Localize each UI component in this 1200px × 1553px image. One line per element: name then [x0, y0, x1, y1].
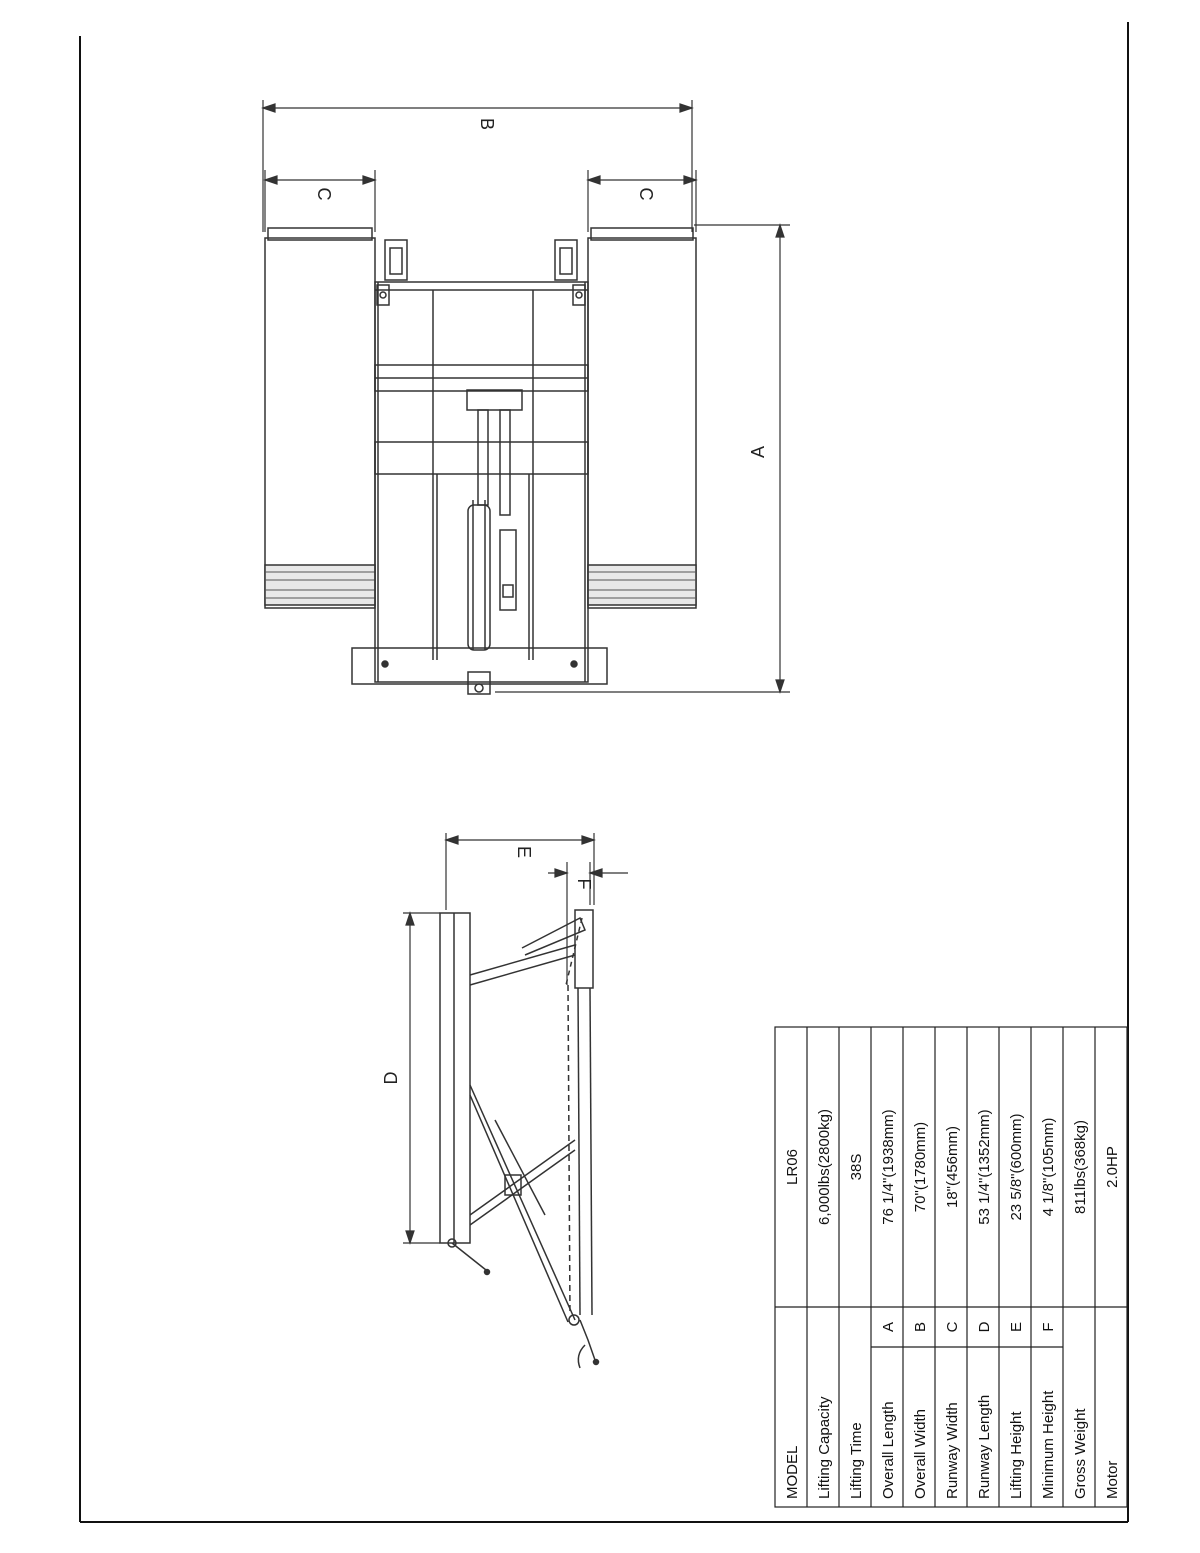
spec-model-value: LR06: [784, 1149, 801, 1185]
spec-row-code: E: [1008, 1322, 1025, 1332]
spec-row-value: 70"(1780mm): [912, 1122, 929, 1212]
side-view-drawing: [439, 909, 600, 1369]
base-plate: [351, 647, 608, 685]
right-runway-end-plate: [590, 227, 694, 241]
side-runway: [439, 912, 471, 1244]
left-runway-end-plate: [267, 227, 373, 241]
spec-row-label: Runway Width: [944, 1402, 961, 1499]
left-caster-wheel: [376, 239, 408, 306]
side-view-dimensions: [403, 833, 628, 1245]
right-runway-ramp: [587, 564, 697, 606]
hydraulic-cylinder: [467, 504, 491, 651]
spec-row-label: Runway Length: [976, 1395, 993, 1499]
top-view-drawing: [264, 227, 697, 695]
spec-row-code: C: [944, 1321, 961, 1332]
spec-row-code: D: [976, 1321, 993, 1332]
spec-row-value: 2.0HP: [1104, 1146, 1121, 1188]
spec-row-label: Motor: [1104, 1461, 1121, 1499]
dimension-label-c-left: C: [314, 188, 334, 201]
dimension-label-f: F: [574, 879, 594, 890]
spec-row-label: Lifting Time: [848, 1422, 865, 1499]
dimension-label-c-right: C: [636, 188, 656, 201]
dimension-label-d: D: [381, 1072, 401, 1085]
spec-model-label: MODEL: [784, 1446, 801, 1499]
spec-row-value: 4 1/8"(105mm): [1040, 1118, 1057, 1217]
spec-row-label: Lifting Height: [1008, 1411, 1025, 1499]
dimension-label-a: A: [748, 446, 768, 458]
spec-row-code: A: [880, 1322, 897, 1332]
spec-row-value: 38S: [848, 1154, 865, 1181]
spec-row-label: Gross Weight: [1072, 1408, 1089, 1499]
top-view-dimensions: [261, 100, 790, 694]
spec-row-code: F: [1040, 1322, 1057, 1331]
spec-row-value: 811lbs(368kg): [1072, 1120, 1089, 1214]
base-frame: [374, 281, 589, 683]
spec-row-label: Overall Width: [912, 1409, 929, 1499]
left-runway: [264, 237, 376, 609]
page-frame: [79, 22, 1129, 1523]
cylinder-head: [466, 389, 523, 411]
side-wheel-block: [574, 909, 594, 989]
spec-table: MODEL LR06 Lifting Capacity 6,000lbs(280…: [774, 1026, 1128, 1508]
right-runway: [587, 237, 697, 609]
spec-row-value: 6,000lbs(2800kg): [816, 1109, 833, 1225]
spec-row-label: Overall Length: [880, 1401, 897, 1499]
spec-row-code: B: [912, 1322, 929, 1332]
spec-row-value: 53 1/4"(1352mm): [976, 1109, 993, 1224]
spec-row-label: Minimum Height: [1040, 1390, 1057, 1499]
spec-row-value: 18"(456mm): [944, 1126, 961, 1208]
cross-beam-lower: [374, 441, 589, 475]
pivot-block: [467, 671, 491, 695]
right-caster-wheel: [554, 239, 586, 306]
dimension-label-b: B: [477, 118, 497, 130]
left-runway-ramp: [264, 564, 376, 606]
spec-row-value: 76 1/4"(1938mm): [880, 1109, 897, 1224]
spec-row-label: Lifting Capacity: [816, 1396, 833, 1499]
spec-row-value: 23 5/8"(600mm): [1008, 1113, 1025, 1220]
dimension-label-e: E: [514, 846, 534, 858]
